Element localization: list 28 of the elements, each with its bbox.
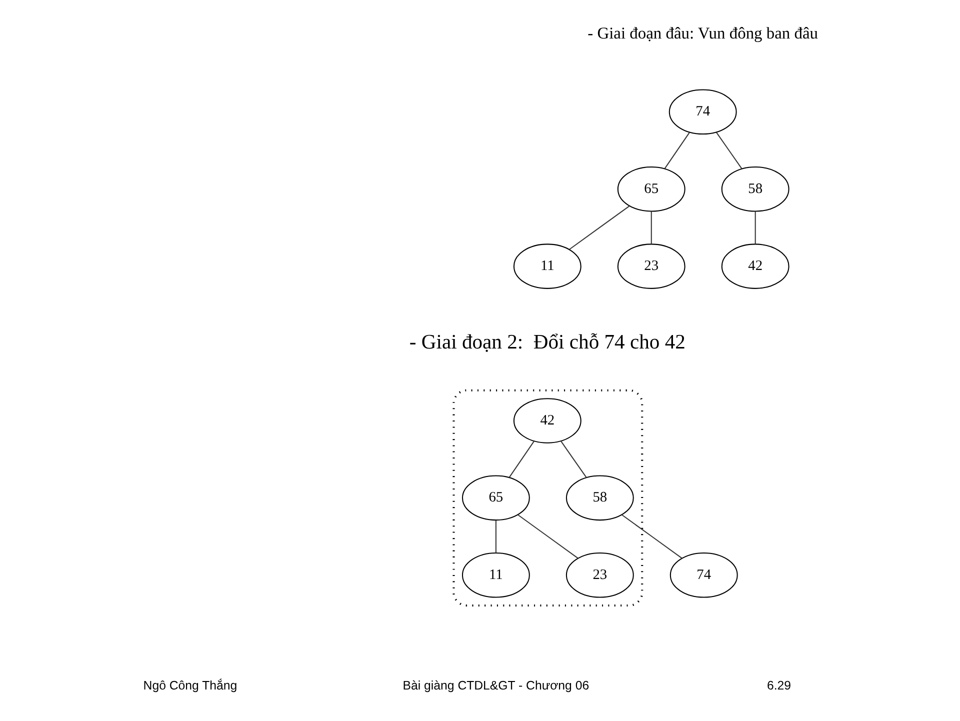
label: 6.29 [766,678,791,692]
node-ellipse: 65 [461,475,530,521]
connector [560,440,586,478]
node-ellipse: 74 [668,89,736,135]
connector [650,211,652,244]
node-ellipse: 42 [720,244,789,289]
label: - Giai đoạn 2: Đổi chỗ 74 cho 42 [408,332,685,354]
node-ellipse: 11 [461,552,530,598]
label: - Giai đoạn đâu: Vun đông ban đâu [587,24,818,43]
connector [508,440,534,478]
node-ellipse: 65 [616,166,685,212]
node-ellipse: 74 [669,552,738,598]
node-ellipse: 42 [512,398,581,444]
label: Ngô Công Thắng [142,678,237,692]
node-ellipse: 11 [512,244,581,289]
connector [568,206,630,250]
label: Bài giàng CTDL&GT - Chương 06 [402,678,589,692]
node-ellipse: 58 [720,166,789,212]
connector [754,211,756,244]
connector [715,132,742,170]
connector [664,132,690,169]
cluster [452,389,643,607]
connector [517,514,578,559]
connector [621,514,682,559]
connector [494,520,496,553]
node-ellipse: 23 [616,244,685,289]
node-ellipse: 23 [565,552,634,598]
node-ellipse: 58 [565,475,634,521]
